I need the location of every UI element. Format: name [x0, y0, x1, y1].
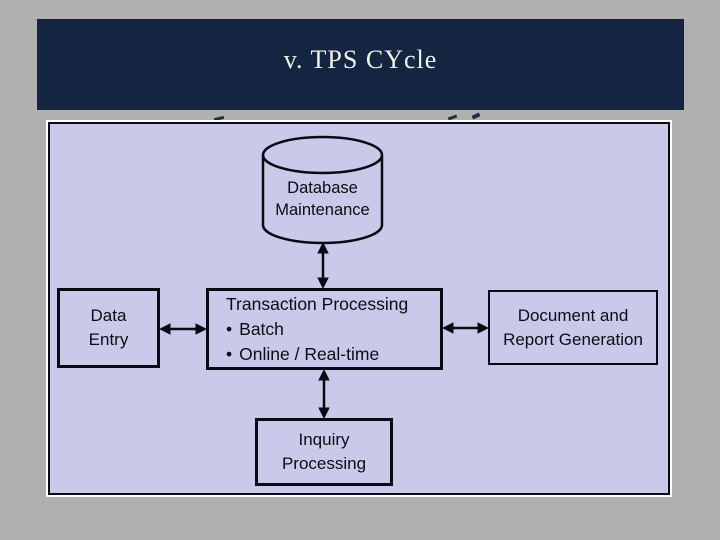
data-entry-label-line1: Data — [90, 306, 127, 325]
document-report-label-line2: Report Generation — [503, 329, 643, 349]
arrow-database-transaction — [317, 242, 329, 289]
database-label-line1: Database — [287, 179, 358, 197]
inquiry-label-line2: Processing — [281, 454, 367, 473]
bullet-dot: • — [226, 343, 233, 364]
transaction-processing-box: Transaction Processing •Batch •Online / … — [206, 288, 443, 370]
bullet-item-batch: •Batch — [226, 318, 284, 339]
title-bar: v. TPS CYcle — [37, 19, 684, 110]
bullet-item-online-realtime: •Online / Real-time — [226, 343, 380, 364]
text-fragment — [471, 112, 481, 120]
document-report-label-line1: Document and — [517, 305, 629, 325]
text-fragment — [213, 115, 225, 122]
data-entry-label-line2: Entry — [88, 330, 129, 349]
arrow-dataentry-transaction — [159, 323, 207, 335]
transaction-processing-title: Transaction Processing — [226, 293, 409, 314]
data-entry-box: Data Entry — [57, 288, 160, 368]
database-maintenance-label: Database Maintenance — [263, 155, 382, 243]
inquiry-label-line1: Inquiry — [298, 430, 350, 449]
document-report-box: Document and Report Generation — [488, 290, 658, 365]
diagram-canvas — [159, 135, 489, 419]
diagram-panel: Database Maintenance Data Entry Transact… — [48, 122, 670, 495]
slide-title: v. TPS CYcle — [283, 44, 438, 74]
arrow-transaction-document — [442, 322, 489, 334]
inquiry-processing-box: Inquiry Processing — [255, 418, 393, 486]
arrow-transaction-inquiry — [318, 369, 330, 419]
database-label-line2: Maintenance — [275, 201, 370, 219]
text-fragment — [447, 114, 458, 121]
bullet-dot: • — [226, 318, 233, 339]
